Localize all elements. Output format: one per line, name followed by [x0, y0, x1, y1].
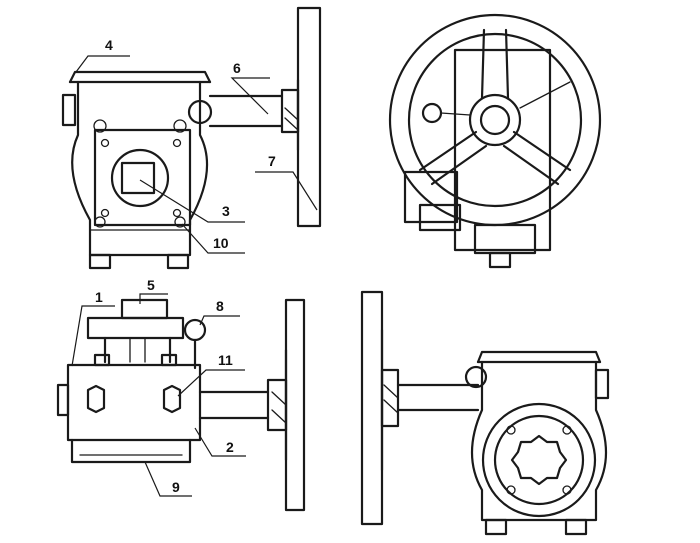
leader-7 — [255, 171, 318, 211]
leader-11 — [177, 369, 245, 397]
leader-8 — [199, 315, 240, 326]
callout-9: 9 — [172, 479, 180, 495]
view-side — [56, 298, 306, 512]
leader-5 — [139, 293, 168, 304]
callout-11: 11 — [218, 352, 233, 368]
callout-7: 7 — [268, 153, 276, 169]
view-front-face — [61, 6, 322, 270]
callout-4: 4 — [105, 37, 113, 53]
view-rear — [360, 290, 610, 536]
callout-2: 2 — [226, 439, 234, 455]
leader-4 — [75, 55, 130, 73]
callout-5: 5 — [147, 277, 155, 293]
callout-numbers: 4 6 7 3 10 5 1 8 11 2 9 — [95, 37, 276, 495]
callout-10: 10 — [213, 235, 229, 251]
callout-leaders — [71, 55, 318, 497]
callout-3: 3 — [222, 203, 230, 219]
leader-6 — [230, 77, 270, 115]
callout-1: 1 — [95, 289, 103, 305]
leader-10 — [181, 223, 245, 254]
view-handwheel-face — [388, 13, 602, 269]
leader-3 — [139, 179, 245, 223]
callout-6: 6 — [233, 60, 241, 76]
leader-1 — [71, 305, 115, 367]
callout-8: 8 — [216, 298, 224, 314]
leader-2 — [194, 427, 246, 457]
leader-9 — [144, 461, 192, 497]
